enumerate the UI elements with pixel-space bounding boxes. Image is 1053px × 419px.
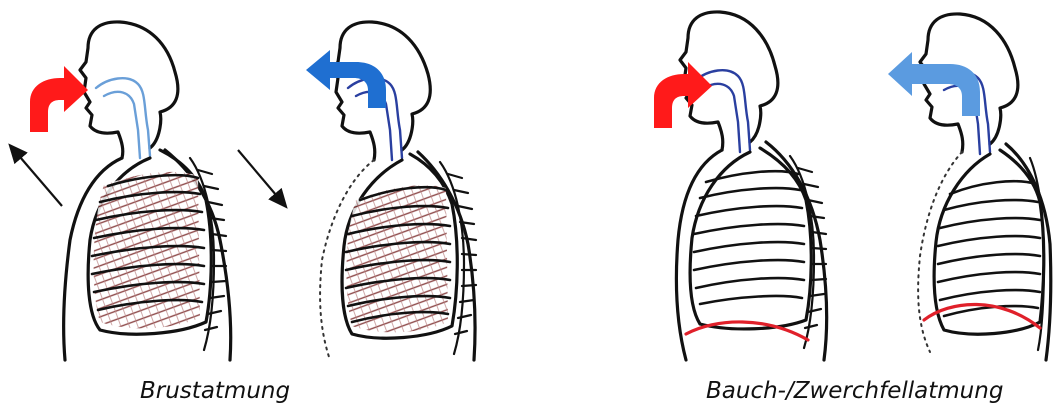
movement-arrow-up-left xyxy=(14,150,62,206)
head-outline xyxy=(80,22,178,158)
figure-chest-inhale xyxy=(14,22,231,360)
inhale-arrow-red xyxy=(654,62,712,128)
ribs xyxy=(938,181,1040,316)
lung-ribs xyxy=(346,185,450,332)
exhale-arrow-blue xyxy=(306,50,386,108)
inhale-arrow-red xyxy=(30,66,88,132)
caption-chest-breathing: Brustatmung xyxy=(140,378,290,404)
movement-arrow-down-right xyxy=(238,150,282,202)
lung-ribs xyxy=(92,172,204,329)
exhale-arrow-blue xyxy=(888,52,980,116)
figure-chest-exhale xyxy=(238,22,476,360)
caption-belly-breathing: Bauch-/Zwerchfellatmung xyxy=(706,378,1003,404)
figure-belly-inhale xyxy=(654,12,827,360)
ribs xyxy=(694,171,804,304)
figure-belly-exhale xyxy=(888,14,1051,360)
